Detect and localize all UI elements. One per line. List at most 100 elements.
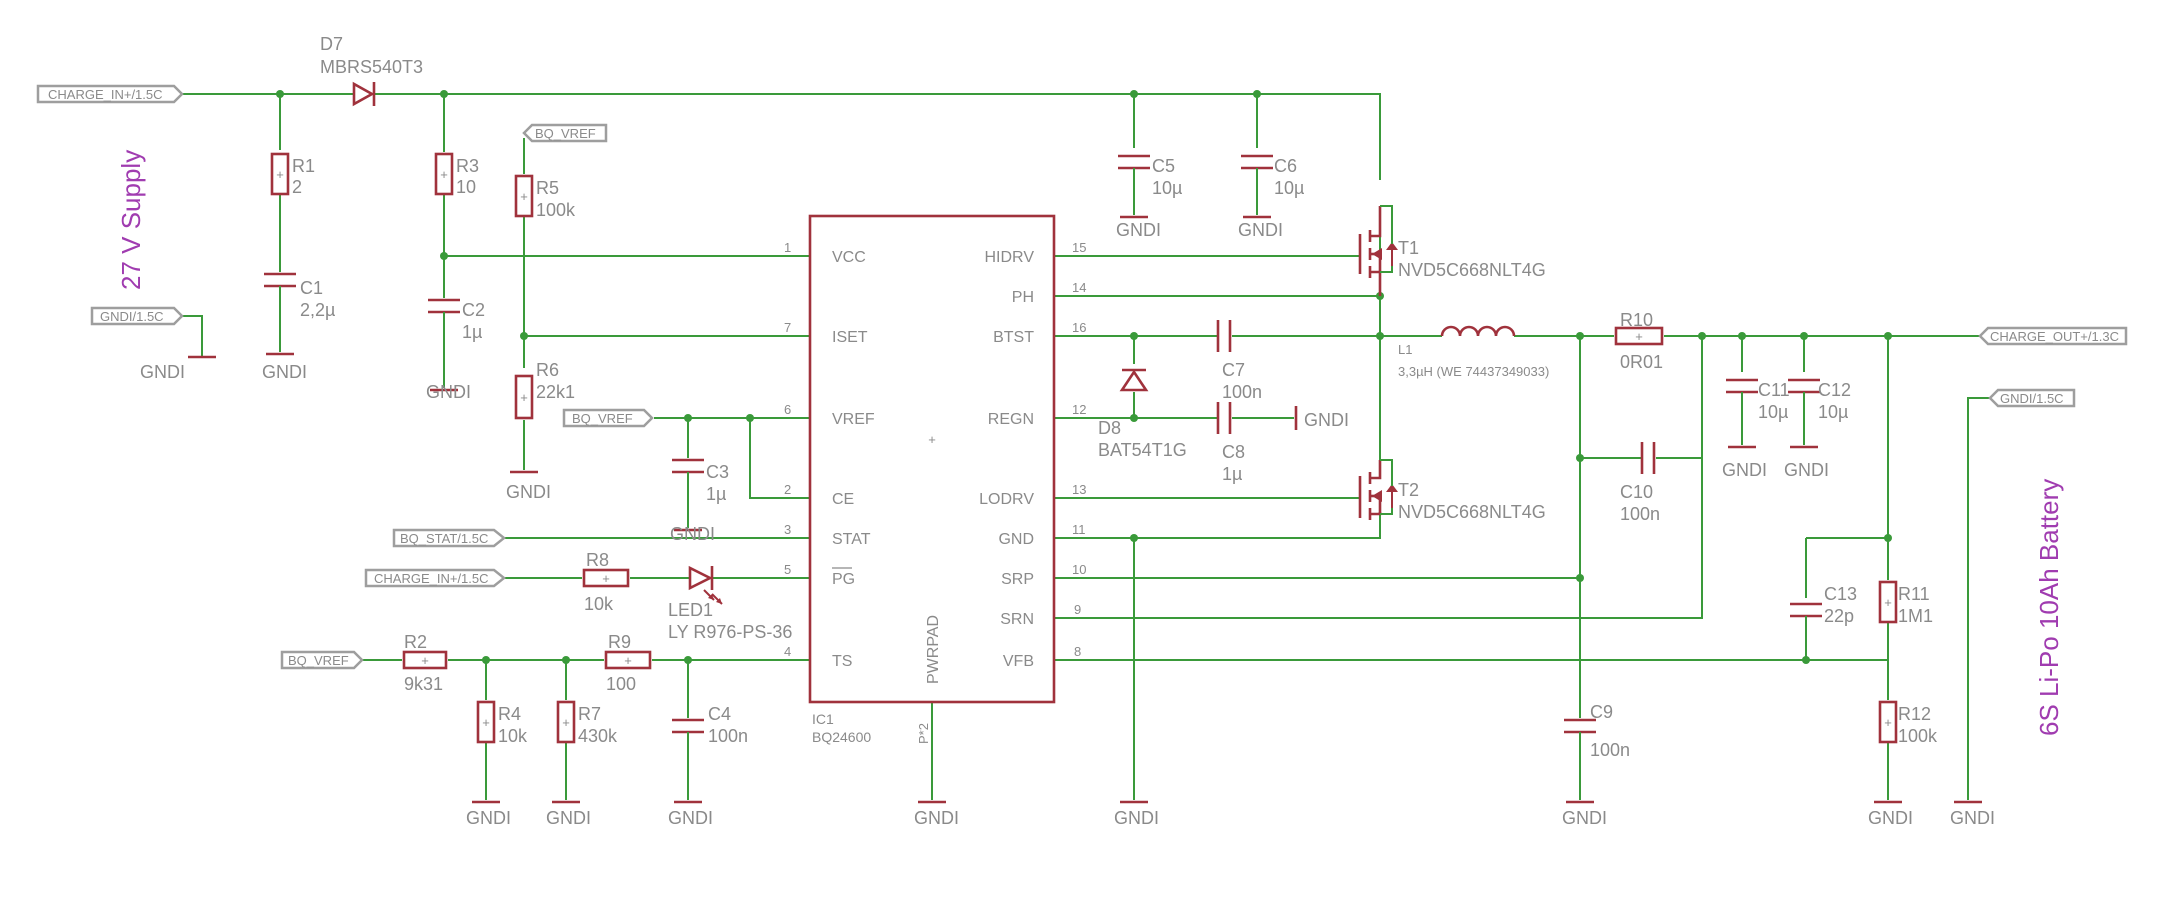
svg-text:22p: 22p [1824, 606, 1854, 626]
svg-text:R3: R3 [456, 156, 479, 176]
svg-text:10µ: 10µ [1758, 402, 1788, 422]
ground-symbol: GNDI [668, 800, 713, 828]
ic-right-pins: HIDRV 15 PH 14 BTST 16 REGN 12 LODRV 13 … [979, 240, 1086, 670]
svg-text:PG: PG [832, 571, 855, 588]
svg-text:C4: C4 [708, 704, 731, 724]
pwrpad-pin-number: P*2 [916, 723, 931, 744]
svg-text:LED1: LED1 [668, 600, 713, 620]
resistor-r6: + R6 22k1 [514, 360, 575, 420]
svg-text:MBRS540T3: MBRS540T3 [320, 57, 423, 77]
diode-d7: D7 MBRS540T3 [320, 34, 423, 107]
ground-symbol: GNDI [1294, 406, 1349, 430]
svg-text:8: 8 [1074, 644, 1081, 659]
ic-left-pins: VCC 1 ISET 7 VREF 6 CE 2 STAT 3 PG 5 TS … [784, 240, 875, 670]
svg-text:10k: 10k [584, 594, 614, 614]
capacitor-c3: C3 1µ [672, 458, 729, 504]
resistor-r8: + R8 10k [582, 550, 630, 614]
capacitor-c8: C8 1µ [1210, 402, 1245, 484]
svg-text:3,3µH (WE 74437349033): 3,3µH (WE 74437349033) [1398, 364, 1549, 379]
svg-text:LODRV: LODRV [979, 491, 1034, 508]
svg-text:GNDI: GNDI [1784, 460, 1829, 480]
svg-text:+: + [562, 715, 570, 730]
svg-text:2: 2 [784, 482, 791, 497]
svg-text:GNDI: GNDI [1238, 220, 1283, 240]
svg-text:+: + [520, 390, 528, 405]
net-tag-gndi-right: GNDI/1.5C [1988, 388, 2076, 408]
svg-text:BAT54T1G: BAT54T1G [1098, 440, 1187, 460]
net-tag-charge-out: CHARGE_OUT+/1.3C [1978, 326, 2128, 346]
svg-text:C1: C1 [300, 278, 323, 298]
svg-text:PH: PH [1012, 289, 1034, 306]
svg-text:+: + [1884, 595, 1892, 610]
svg-text:VREF: VREF [832, 411, 875, 428]
svg-text:LY R976-PS-36: LY R976-PS-36 [668, 622, 792, 642]
svg-text:GNDI: GNDI [1304, 410, 1349, 430]
capacitor-c9: C9 100n [1564, 702, 1630, 760]
note-supply: 27 V Supply [116, 150, 146, 290]
svg-text:7: 7 [784, 320, 791, 335]
svg-text:REGN: REGN [988, 411, 1034, 428]
mosfet-t2: T2 NVD5C668NLT4G [1358, 459, 1546, 522]
svg-text:C9: C9 [1590, 702, 1613, 722]
svg-text:R6: R6 [536, 360, 559, 380]
svg-text:BQ_VREF: BQ_VREF [288, 653, 349, 668]
ground-symbol: GNDI [670, 524, 715, 544]
resistor-r3: + R3 10 [434, 152, 479, 197]
svg-text:R4: R4 [498, 704, 521, 724]
wires [180, 93, 1990, 800]
svg-text:6: 6 [784, 402, 791, 417]
svg-text:10µ: 10µ [1152, 178, 1182, 198]
svg-text:2: 2 [292, 177, 302, 197]
net-tag-charge-in-pg: CHARGE_IN+/1.5C [364, 568, 507, 588]
ground-symbol: GNDI [1114, 800, 1159, 828]
note-battery: 6S Li-Po 10Ah Battery [2034, 479, 2064, 736]
svg-text:GNDI: GNDI [426, 382, 471, 402]
capacitor-c12: C12 10µ [1788, 378, 1851, 422]
resistor-r11: + R11 1M1 [1878, 580, 1933, 626]
svg-text:GNDI: GNDI [1114, 808, 1159, 828]
capacitor-c7: C7 100n [1210, 320, 1262, 402]
svg-text:4: 4 [784, 644, 791, 659]
svg-text:C13: C13 [1824, 584, 1857, 604]
svg-text:GNDI: GNDI [1116, 220, 1161, 240]
ground-symbol: GNDI [914, 800, 959, 828]
svg-text:SRP: SRP [1001, 571, 1034, 588]
svg-text:R5: R5 [536, 178, 559, 198]
capacitor-c6: C6 10µ [1241, 154, 1304, 198]
svg-text:5: 5 [784, 562, 791, 577]
svg-text:10k: 10k [498, 726, 528, 746]
svg-text:BQ_VREF: BQ_VREF [572, 411, 633, 426]
svg-text:10µ: 10µ [1818, 402, 1848, 422]
svg-text:ISET: ISET [832, 329, 868, 346]
ground-symbol: GNDI [1722, 445, 1767, 480]
svg-text:1M1: 1M1 [1898, 606, 1933, 626]
net-tag-bq-vref-mid: BQ_VREF [562, 408, 654, 428]
ground-symbol: GNDI [506, 470, 551, 502]
svg-text:D8: D8 [1098, 418, 1121, 438]
capacitor-c5: C5 10µ [1118, 154, 1182, 198]
svg-text:+: + [1635, 329, 1643, 344]
svg-text:11: 11 [1072, 522, 1086, 537]
ic-value: BQ24600 [812, 729, 871, 745]
resistor-r1: + R1 2 [270, 152, 315, 197]
ic-ref: IC1 [812, 711, 834, 727]
svg-text:100n: 100n [1620, 504, 1660, 524]
svg-text:C3: C3 [706, 462, 729, 482]
svg-text:GNDI: GNDI [668, 808, 713, 828]
ground-symbol: GNDI [140, 355, 216, 382]
diode-d8: D8 BAT54T1G [1098, 368, 1187, 460]
ground-symbol: GNDI [1562, 800, 1607, 828]
svg-text:GNDI: GNDI [1722, 460, 1767, 480]
net-tag-bq-stat: BQ_STAT/1.5C [392, 528, 507, 548]
ic-bq24600: + PWRPAD P*2 IC1 BQ24600 VCC 1 ISET 7 VR… [784, 214, 1086, 745]
svg-text:1µ: 1µ [462, 322, 482, 342]
svg-text:13: 13 [1072, 482, 1086, 497]
svg-text:BQ_STAT/1.5C: BQ_STAT/1.5C [400, 531, 488, 546]
resistor-r10: + R10 0R01 [1614, 310, 1664, 372]
ground-symbol: GNDI [1116, 215, 1161, 240]
svg-text:+: + [482, 715, 490, 730]
capacitor-c13: C13 22p [1790, 584, 1857, 628]
svg-text:L1: L1 [1398, 342, 1412, 357]
svg-text:GNDI: GNDI [1562, 808, 1607, 828]
